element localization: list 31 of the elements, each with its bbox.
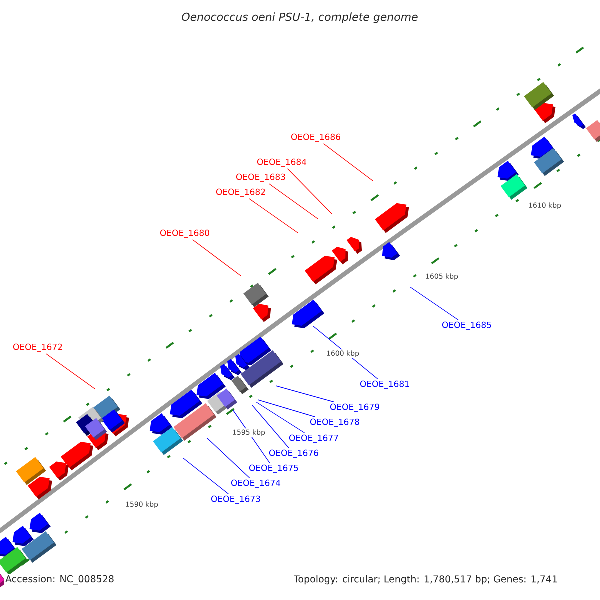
gene-label: OEOE_1673 (211, 496, 260, 504)
gene-label: OEOE_1672 (13, 344, 62, 352)
gene-label: OEOE_1682 (216, 188, 266, 198)
leader-line (287, 168, 332, 214)
leader-line (268, 184, 318, 220)
gene-label: OEOE_1676 (269, 450, 318, 458)
leader-line (249, 198, 298, 234)
gene-label: OEOE_1674 (231, 480, 281, 488)
gene-label: OEOE_1681 (360, 380, 410, 390)
leader-line (46, 354, 96, 390)
leader-line (256, 402, 306, 434)
gene-label: OEOE_1680 (160, 230, 210, 238)
info-text: Topology: circular; Length: 1,780,517 bp; Genes: 1,741 (293, 574, 559, 586)
leader-line (206, 438, 250, 478)
info-text: Accession: NC_008528 (4, 574, 116, 586)
gene-label: OEOE_1686 (291, 134, 340, 142)
gene-label: OEOE_1685 (442, 322, 492, 330)
leader-line (410, 286, 459, 320)
leader-line (182, 458, 229, 494)
leader-line (276, 386, 334, 402)
title: Oenococcus oeni PSU-1, complete genome (182, 12, 418, 24)
gene-label: OEOE_1684 (257, 158, 307, 168)
leader-line (192, 240, 242, 276)
gene-label: OEOE_1677 (289, 434, 338, 444)
gene-label: OEOE_1678 (310, 418, 360, 428)
gene-label: OEOE_1683 (236, 174, 286, 182)
gene-label: OEOE_1675 (249, 464, 298, 474)
leader-line (323, 144, 374, 182)
leader-line (258, 400, 316, 418)
gene-label: OEOE_1679 (330, 404, 380, 412)
leader-line (252, 404, 290, 448)
